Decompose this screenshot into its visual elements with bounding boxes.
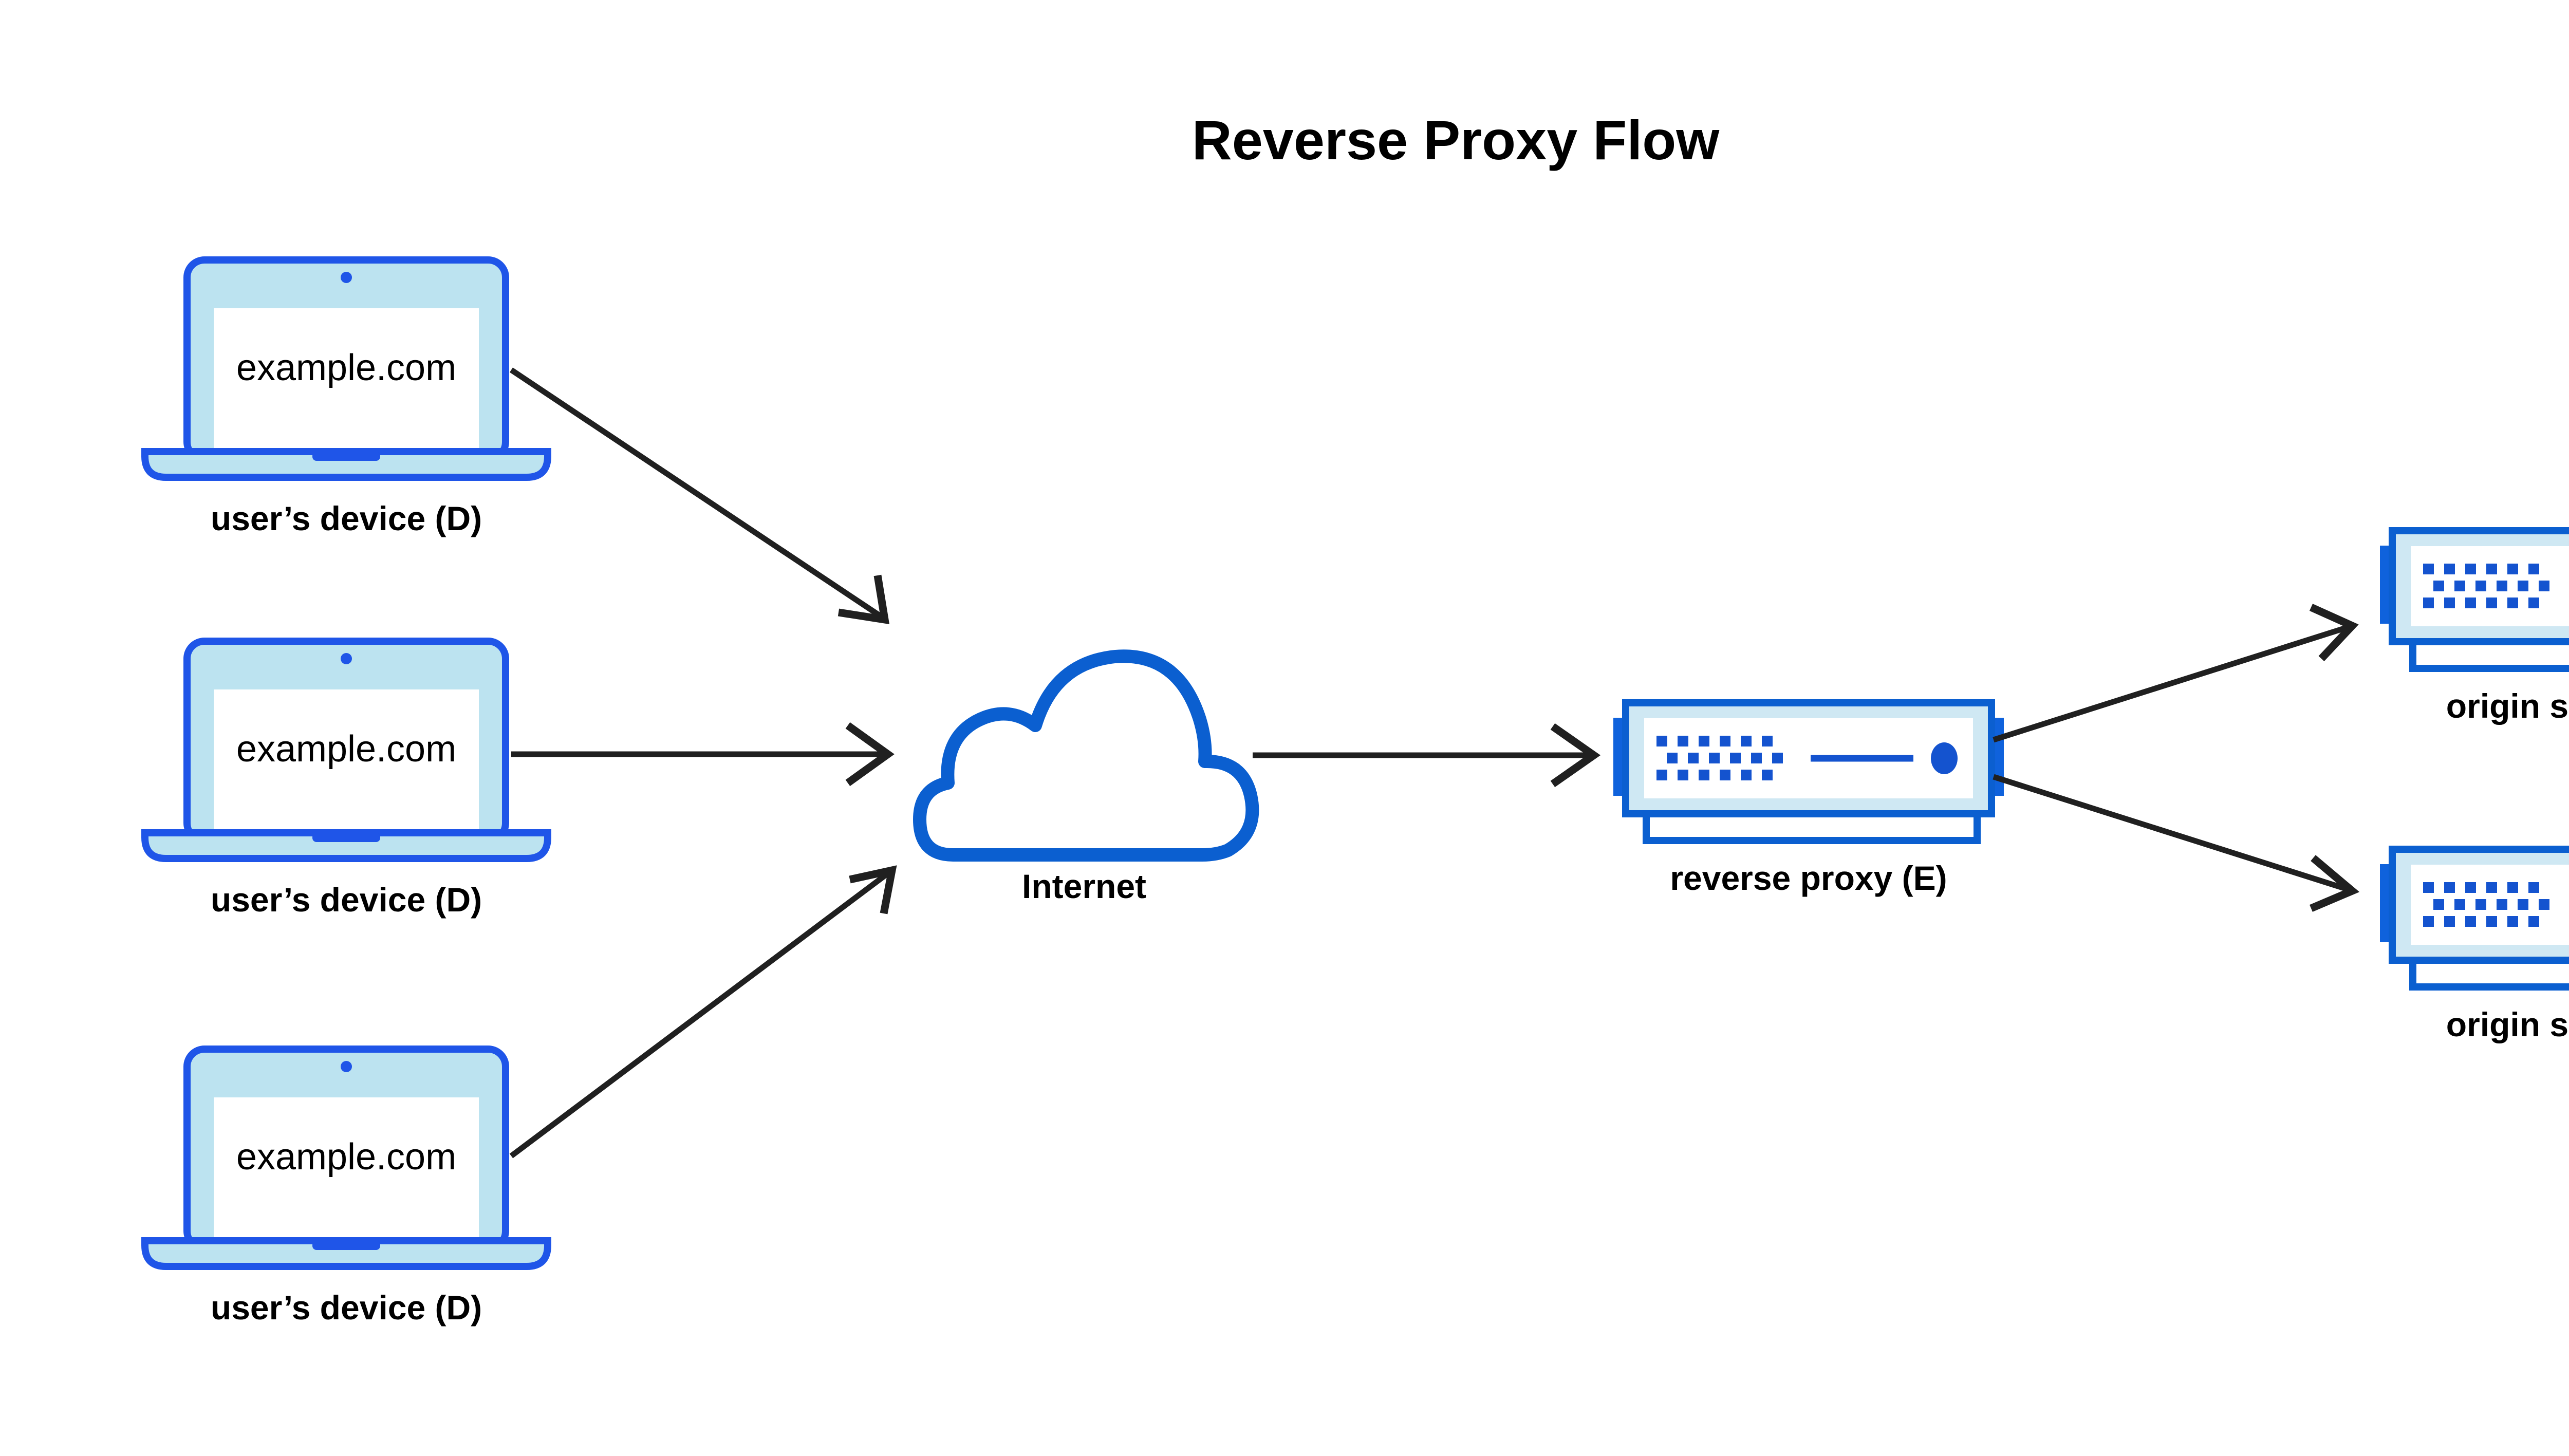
- origin-server-label: origin server (F): [2446, 1005, 2569, 1043]
- edge-reverse-proxy-to-origin-1: [1993, 604, 2359, 743]
- device-label: user’s device (D): [211, 499, 482, 537]
- server-vent-grid-icon: [2423, 882, 2549, 927]
- laptop-trackpad-notch: [312, 833, 380, 842]
- reverse-proxy-label: reverse proxy (E): [1670, 859, 1947, 897]
- laptop-trackpad-notch: [312, 1241, 380, 1250]
- laptop-trackpad-notch: [312, 452, 380, 461]
- device-label: user’s device (D): [211, 1289, 482, 1327]
- internet-label: Internet: [1022, 867, 1146, 905]
- laptop-screen: [214, 689, 479, 841]
- laptop-base: [141, 448, 551, 481]
- edge-device1-to-internet: [509, 367, 890, 625]
- laptop-screen: [214, 308, 479, 459]
- cloud-icon: [913, 649, 1259, 862]
- internet-node[interactable]: Internet: [913, 649, 1259, 905]
- user-device-1[interactable]: example.com user’s device (D): [141, 256, 551, 537]
- edge-device2-to-internet: [511, 722, 895, 787]
- device-screen-text: example.com: [236, 729, 456, 770]
- camera-dot-icon: [341, 1061, 352, 1072]
- server-vent-grid-icon: [1656, 736, 1783, 780]
- server-vent-grid-icon: [2423, 564, 2549, 608]
- edge-reverse-proxy-to-origin-2: [1993, 774, 2360, 912]
- server-led-icon: [1931, 742, 1958, 774]
- device-label: user’s device (D): [211, 881, 482, 919]
- edge-device3-to-internet: [509, 865, 897, 1159]
- reverse-proxy-node[interactable]: reverse proxy (E): [1613, 699, 2004, 897]
- camera-dot-icon: [341, 653, 352, 664]
- user-device-2[interactable]: example.com user’s device (D): [141, 638, 551, 919]
- laptop-base: [141, 829, 551, 862]
- device-screen-text: example.com: [236, 347, 456, 388]
- laptop-base: [141, 1237, 551, 1270]
- camera-dot-icon: [341, 272, 352, 283]
- page-title: Reverse Proxy Flow: [1192, 109, 1720, 171]
- server-front-panel: [1644, 718, 1973, 798]
- origin-server-2[interactable]: origin server (F): [2380, 846, 2569, 1043]
- user-device-3[interactable]: example.com user’s device (D): [141, 1046, 551, 1327]
- edge-internet-to-reverse-proxy: [1253, 723, 1601, 788]
- laptop-screen: [214, 1097, 479, 1248]
- device-screen-text: example.com: [236, 1136, 456, 1178]
- origin-server-1[interactable]: origin server (F): [2380, 527, 2569, 725]
- origin-server-label: origin server (F): [2446, 687, 2569, 725]
